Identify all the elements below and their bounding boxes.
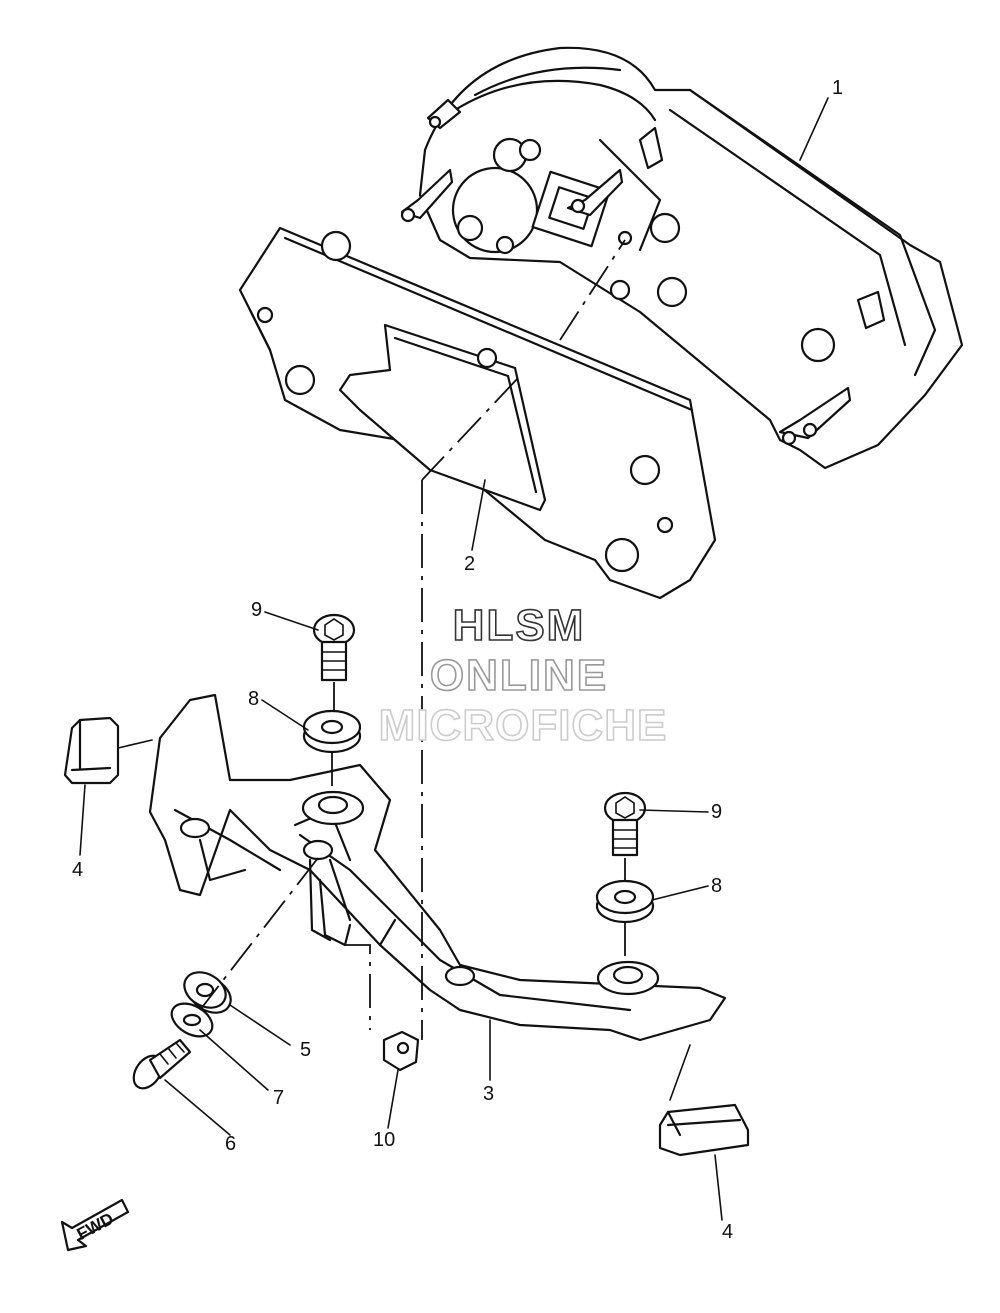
bolt-upper [312,613,356,682]
callout-2: 2 [464,553,475,575]
callout-labels: 1 2 3 4 4 5 6 7 8 8 9 9 10 [72,77,843,1243]
watermark-line-2: ONLINE [430,651,608,700]
screw-side [132,1038,192,1090]
callout-5: 5 [300,1039,311,1061]
clip-nut [382,1030,420,1072]
callout-4-right: 4 [722,1221,733,1243]
grommet-lower [595,879,655,924]
callout-7: 7 [273,1087,284,1109]
callout-10: 10 [373,1129,395,1151]
watermark: HLSM ONLINE MICROFICHE [378,600,668,751]
callout-3: 3 [483,1083,494,1105]
meter-assembly [400,46,964,470]
damper-left [63,716,120,785]
watermark-line-1: HLSM [453,601,586,650]
gasket-plate [238,226,717,600]
washer-side [170,1002,214,1038]
callout-9-upper: 9 [251,599,262,621]
leader-lines [79,97,829,1221]
callout-8-upper: 8 [248,688,259,710]
watermark-line-3: MICROFICHE [379,701,668,750]
callout-1: 1 [832,77,843,99]
callout-4-left: 4 [72,859,83,881]
callout-9-lower: 9 [711,801,722,823]
grommet-upper [302,709,362,754]
grommet-side [183,971,232,1014]
fwd-arrow: FWD [60,1198,130,1252]
callout-6: 6 [225,1133,236,1155]
damper-right [658,1103,750,1157]
alignment-lines [199,239,626,1040]
meter-bracket [148,693,727,1042]
callout-8-lower: 8 [711,875,722,897]
bolt-lower [603,791,647,857]
